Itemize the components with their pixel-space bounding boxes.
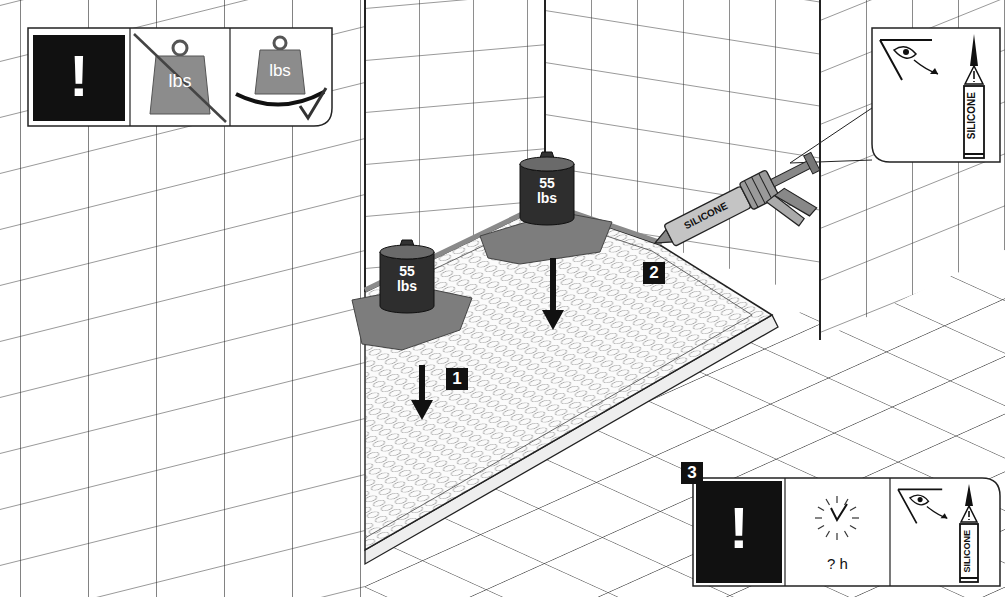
right-load-icon: lbs xyxy=(230,32,330,124)
panel-divider xyxy=(130,28,230,126)
silicone-icon: SILICONE xyxy=(890,478,1000,586)
weight-body xyxy=(380,252,434,313)
warning-box: ! xyxy=(30,32,128,124)
silicone-icon-outline xyxy=(890,478,1000,586)
check-mark xyxy=(300,88,326,118)
silicone-icon: SILICONE xyxy=(872,28,1000,162)
left-wall xyxy=(0,0,365,597)
node-text: lbs xyxy=(250,62,310,80)
node-text: 55 lbs xyxy=(392,264,422,293)
node-text: SILICONE xyxy=(967,92,978,139)
panel-divider xyxy=(785,478,890,586)
detail-panel xyxy=(872,28,1000,162)
down-arrow xyxy=(411,365,433,420)
node-text: ! xyxy=(30,46,128,107)
weight-top xyxy=(380,245,434,259)
silicone-tube xyxy=(960,484,978,582)
callout-number: 3 xyxy=(681,462,703,484)
curing-time-icon: ? h xyxy=(785,478,890,586)
curved-surface xyxy=(236,92,324,105)
caulking-gun xyxy=(648,148,838,288)
weight-body xyxy=(520,164,574,225)
down-arrow xyxy=(542,258,564,330)
wrong-load-icon: lbs xyxy=(130,32,230,124)
notice-panel xyxy=(693,478,1000,586)
silicone-icon-outline xyxy=(872,28,1000,162)
weight: 55 lbs xyxy=(378,240,436,318)
clock-hands xyxy=(831,504,847,520)
weight-handle xyxy=(274,37,286,49)
node-text: ! xyxy=(693,498,785,559)
clock-rays xyxy=(815,496,859,540)
leader-line xyxy=(790,108,872,163)
warning-box: ! xyxy=(693,478,785,586)
weight-top xyxy=(520,157,574,171)
node-text: lbs xyxy=(150,72,210,91)
eye-symbol xyxy=(898,489,947,523)
weight: 55 lbs xyxy=(518,152,576,230)
node-text: ? h xyxy=(785,556,890,572)
node-text: 55 lbs xyxy=(532,176,562,205)
weight-icon xyxy=(150,56,210,114)
eye-symbol xyxy=(880,40,938,80)
callout-number: 2 xyxy=(643,262,665,284)
notice-panel xyxy=(28,28,332,126)
callout-number: 1 xyxy=(446,368,468,390)
node-text: SILICONE xyxy=(963,530,972,573)
silicone-tube xyxy=(964,34,984,158)
cross-out-line xyxy=(134,34,226,122)
weight-handle xyxy=(173,41,187,55)
